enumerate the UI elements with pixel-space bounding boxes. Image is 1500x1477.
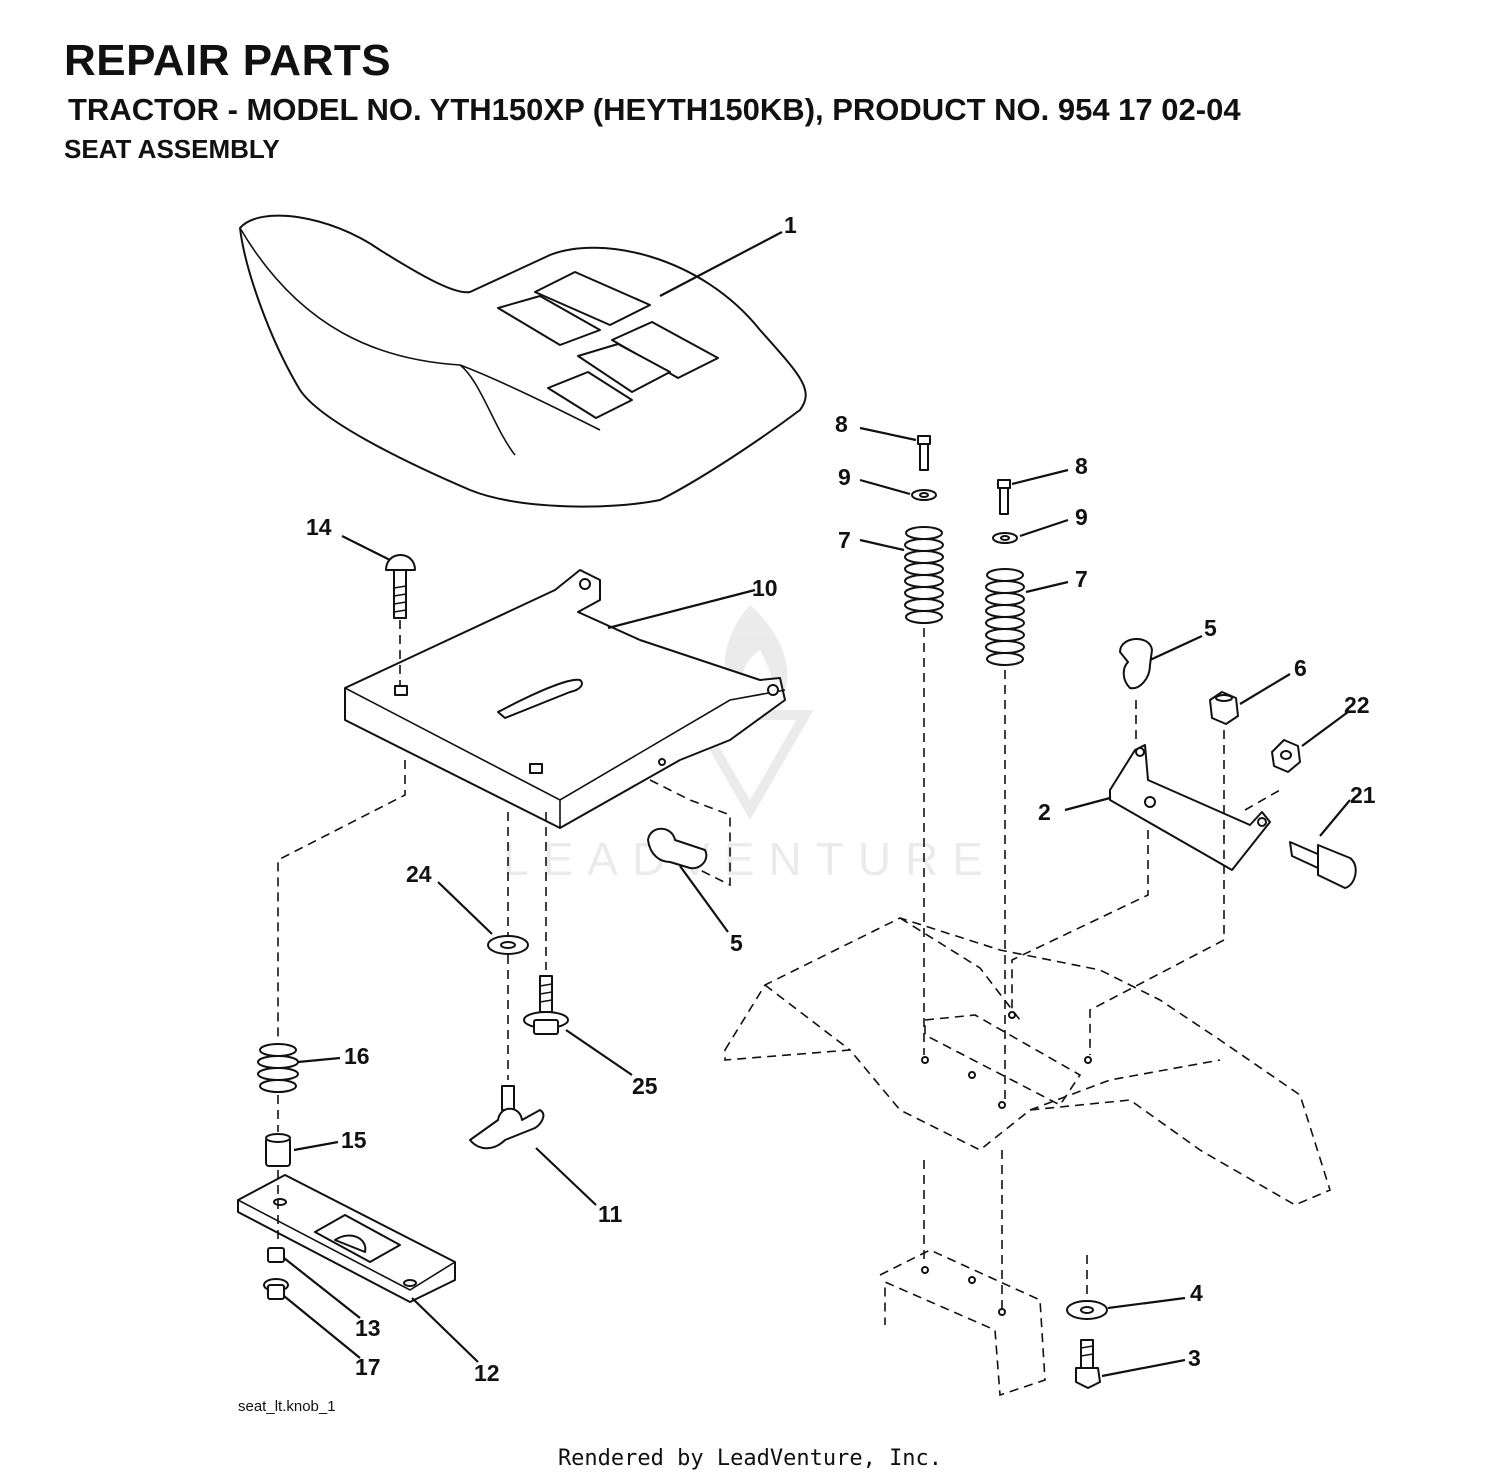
spacer-part — [265, 1133, 291, 1167]
rendered-by-credit: Rendered by LeadVenture, Inc. — [557, 1446, 943, 1471]
callout-5a: 5 — [730, 930, 743, 956]
callout-8b: 8 — [1075, 453, 1088, 479]
seat-part — [239, 214, 807, 508]
hex-nut-part — [1271, 739, 1301, 773]
spring-stack-right — [985, 479, 1025, 666]
small-spring-part — [257, 1043, 299, 1093]
callout-12: 12 — [474, 1360, 500, 1386]
flat-washer-part — [1066, 1300, 1108, 1320]
callout-7b: 7 — [1075, 566, 1088, 592]
callout-14: 14 — [306, 514, 332, 540]
callout-10: 10 — [752, 575, 778, 601]
hex-shoulder-bolt-part — [1289, 841, 1357, 889]
callout-16: 16 — [344, 1043, 370, 1069]
callout-4: 4 — [1190, 1280, 1203, 1306]
nut-washer-part — [263, 1247, 289, 1300]
adjustment-knob-part — [469, 1085, 545, 1150]
model-subtitle: TRACTOR - MODEL NO. YTH150XP (HEYTH150KB… — [68, 92, 1241, 127]
push-clip-right-part — [1119, 638, 1153, 690]
watermark-text: LEADVENTURE — [503, 833, 997, 885]
shoulder-bolt-part — [523, 975, 569, 1035]
assembly-lines — [277, 620, 1281, 1308]
callout-17: 17 — [355, 1354, 381, 1380]
callout-5b: 5 — [1204, 615, 1217, 641]
seat-bracket-part — [1109, 744, 1271, 871]
page-title: REPAIR PARTS — [64, 36, 392, 85]
slide-plate-part — [237, 1174, 456, 1303]
callout-24: 24 — [406, 861, 432, 887]
leader-lines — [283, 231, 1351, 1378]
callout-9a: 9 — [838, 464, 851, 490]
callout-3: 3 — [1188, 1345, 1201, 1371]
seat-pan-part — [344, 569, 786, 829]
callout-13: 13 — [355, 1315, 381, 1341]
callout-1: 1 — [784, 212, 797, 238]
callout-11: 11 — [598, 1201, 623, 1227]
callout-15: 15 — [341, 1127, 367, 1153]
callout-2: 2 — [1038, 799, 1051, 825]
washer-part — [487, 935, 529, 955]
callout-9b: 9 — [1075, 504, 1088, 530]
frame-fender-reference — [724, 917, 1331, 1397]
callout-labels: 1 10 14 8 9 7 8 9 7 5 6 22 21 2 5 24 25 … — [306, 212, 1376, 1386]
diagram-file-id: seat_lt.knob_1 — [238, 1398, 336, 1415]
callout-7a: 7 — [838, 527, 851, 553]
lock-nut-part — [1209, 691, 1239, 725]
hex-bolt-part — [1075, 1339, 1101, 1389]
callout-6: 6 — [1294, 655, 1307, 681]
callout-22: 22 — [1344, 692, 1370, 718]
spring-stack-left — [904, 435, 944, 624]
section-title: SEAT ASSEMBLY — [64, 134, 280, 164]
callout-8a: 8 — [835, 411, 848, 437]
push-clip-left-part — [647, 827, 708, 870]
callout-25: 25 — [632, 1073, 658, 1099]
callout-21: 21 — [1350, 782, 1376, 808]
carriage-bolt-part — [385, 554, 416, 619]
